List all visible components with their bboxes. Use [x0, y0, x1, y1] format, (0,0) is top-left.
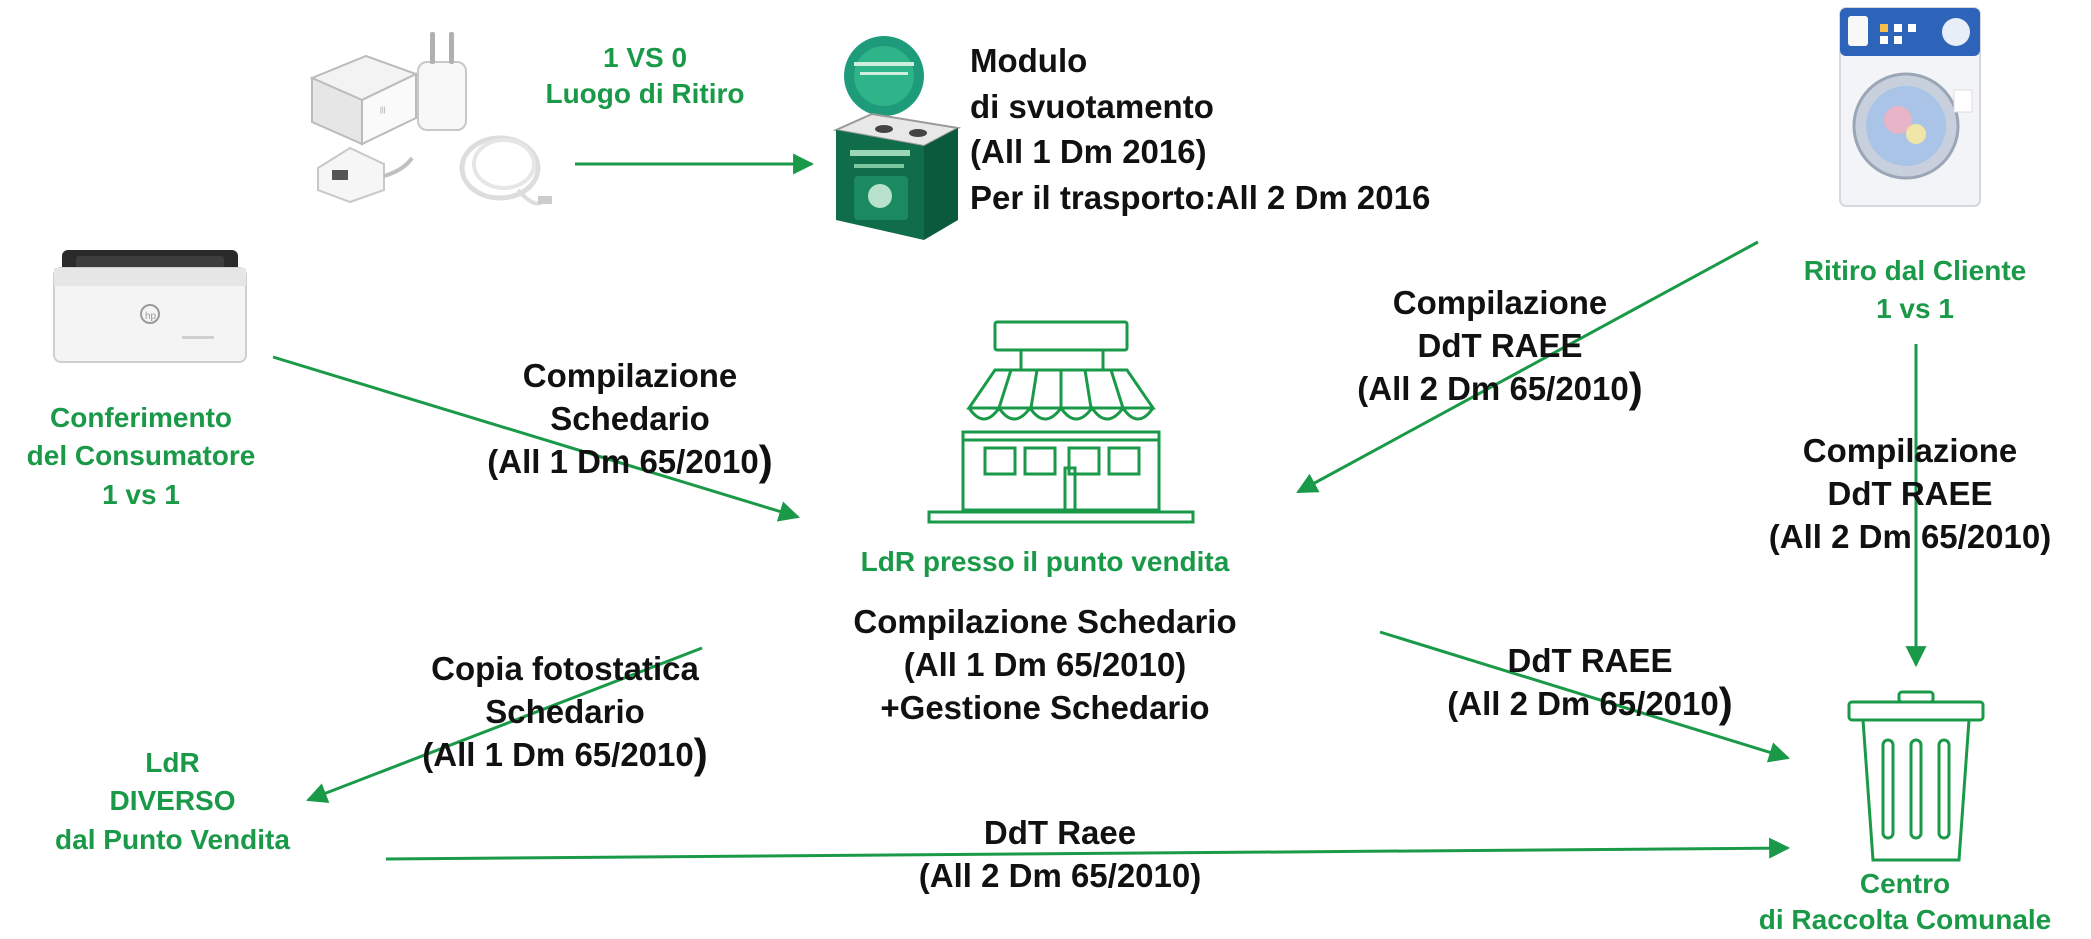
- schedario-line-1: Compilazione: [522, 357, 738, 394]
- store-schedario-text: Compilazione Schedario (All 1 Dm 65/2010…: [790, 601, 1300, 730]
- ddt-store-centro-label: DdT RAEE (All 2 Dm 65/2010): [1390, 640, 1790, 726]
- arrow-cliente-to-store: [1296, 240, 1759, 494]
- ddt-cc-line-1: Compilazione: [1802, 432, 2018, 469]
- charger-image: |||: [304, 18, 584, 208]
- ldr-diverso-line-2: DIVERSO: [109, 785, 236, 817]
- ddt-bottom-line-2: (All 2 Dm 65/2010): [918, 856, 1202, 894]
- consumatore-label: Conferimento del Consumatore 1 vs 1: [0, 399, 282, 514]
- ddt-bottom-line-1: DdT Raee: [983, 814, 1137, 851]
- copia-arrow-label: Copia fotostatica Schedario (All 1 Dm 65…: [365, 648, 765, 777]
- store-icon: [925, 318, 1197, 528]
- ldr-diverso-line-3: dal Punto Vendita: [55, 823, 290, 855]
- consumatore-line-3: 1 vs 1: [102, 478, 180, 510]
- ddt-cs-line-3: (All 2 Dm 65/2010): [1357, 363, 1643, 411]
- copia-line-2: Schedario: [485, 692, 645, 730]
- recycle-bin-image: [832, 32, 962, 242]
- washing-machine-image: [1836, 4, 1984, 210]
- schedario-arrow-label: Compilazione Schedario (All 1 Dm 65/2010…: [430, 355, 830, 484]
- modulo-line-4: Per il trasporto:All 2 Dm 2016: [970, 178, 1431, 216]
- ddt-cc-line-2: DdT RAEE: [1827, 474, 1993, 512]
- copia-line-1: Copia fotostatica: [431, 650, 699, 687]
- consumatore-line-2: del Consumatore: [26, 440, 256, 472]
- ddt-bottom-label: DdT Raee (All 2 Dm 65/2010): [860, 812, 1260, 898]
- label-luogo-di-ritiro: Luogo di Ritiro: [545, 78, 745, 110]
- modulo-line-2: di svuotamento: [970, 87, 1214, 125]
- schedario-line-3: (All 1 Dm 65/2010): [487, 436, 773, 484]
- arrow-store-to-centro: [1379, 630, 1791, 763]
- store-text-line-2: (All 1 Dm 65/2010): [903, 645, 1187, 683]
- centro-label: Centro di Raccolta Comunale: [1720, 866, 2090, 939]
- arrow-ldr-diverso-to-centro: [385, 837, 1791, 861]
- store-text-line-1: Compilazione Schedario: [853, 603, 1237, 640]
- ddt-cc-line-3: (All 2 Dm 65/2010): [1768, 517, 2052, 555]
- centro-line-1: Centro: [1859, 868, 1951, 899]
- cliente-line-1: Ritiro dal Cliente: [1803, 255, 2027, 286]
- ldr-diverso-line-1: LdR: [145, 747, 200, 778]
- ddt-sc-line-1: DdT RAEE: [1507, 642, 1673, 679]
- cliente-label: Ritiro dal Cliente 1 vs 1: [1760, 252, 2070, 329]
- modulo-line-3: (All 1 Dm 2016): [970, 133, 1207, 171]
- ddt-cs-line-2: DdT RAEE: [1417, 326, 1583, 364]
- charger-arrow-label: 1 VS 0 Luogo di Ritiro: [530, 40, 760, 113]
- ldr-diverso-label: LdR DIVERSO dal Punto Vendita: [20, 744, 325, 859]
- ddt-cs-line-1: Compilazione: [1392, 284, 1608, 321]
- label-1vs0: 1 VS 0: [602, 42, 688, 73]
- svg-text:hp: hp: [145, 311, 157, 322]
- modulo-svuotamento-text: Modulo di svuotamento (All 1 Dm 2016) Pe…: [970, 38, 1430, 220]
- centro-line-2: di Raccolta Comunale: [1758, 904, 2052, 936]
- trash-bin-icon: [1845, 688, 1987, 866]
- store-text-line-3: +Gestione Schedario: [880, 688, 1210, 726]
- ddt-sc-line-2: (All 2 Dm 65/2010): [1447, 678, 1733, 726]
- printer-image: hp: [52, 244, 248, 364]
- svg-text:|||: |||: [380, 107, 386, 114]
- copia-line-3: (All 1 Dm 65/2010): [422, 729, 708, 777]
- arrow-store-to-ldr-diverso: [306, 646, 703, 803]
- ddt-cliente-centro-label: Compilazione DdT RAEE (All 2 Dm 65/2010): [1710, 430, 2091, 559]
- cliente-line-2: 1 vs 1: [1876, 293, 1954, 325]
- modulo-line-1: Modulo: [970, 42, 1088, 79]
- ddt-cliente-store-label: Compilazione DdT RAEE (All 2 Dm 65/2010): [1300, 282, 1700, 411]
- arrow-consumatore-to-store: [272, 355, 801, 522]
- schedario-line-2: Schedario: [550, 399, 710, 437]
- store-label: LdR presso il punto vendita: [860, 546, 1230, 577]
- consumatore-line-1: Conferimento: [50, 402, 232, 433]
